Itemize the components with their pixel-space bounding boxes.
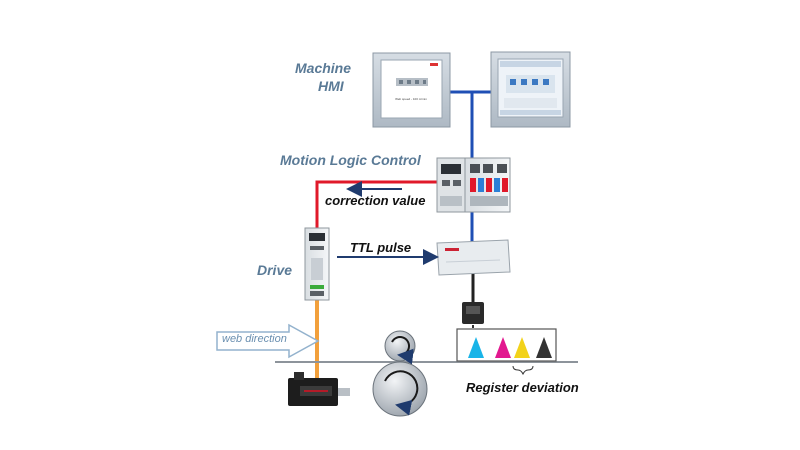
machine-hmi-label-line1: Machine xyxy=(295,60,352,76)
mark-black xyxy=(536,337,552,358)
mark-magenta xyxy=(495,337,511,358)
drive-unit xyxy=(304,227,330,301)
deviation-brace xyxy=(512,365,534,376)
ttl-pulse-label: TTL pulse xyxy=(350,240,412,255)
drive-label: Drive xyxy=(257,262,293,278)
mark-cyan xyxy=(468,337,484,358)
servo-motor xyxy=(288,372,350,406)
web-direction-arrow xyxy=(216,323,320,359)
motion-logic-controller xyxy=(436,157,511,213)
motion-logic-control-label: Motion Logic Control xyxy=(280,152,421,168)
web-direction-label: web direction xyxy=(222,333,287,345)
correction-value-label: correction value xyxy=(325,193,426,208)
register-control-module xyxy=(436,239,511,276)
large-roller xyxy=(372,361,428,417)
hmi-panel-right xyxy=(490,51,571,128)
correction-cable xyxy=(315,180,437,228)
mark-yellow xyxy=(514,337,530,358)
small-roller xyxy=(384,330,416,365)
hmi-panel-left: Web speed - 100 m/min xyxy=(372,52,451,128)
machine-hmi-label-line2: HMI xyxy=(318,78,344,94)
hmi-screen-text: Web speed - 100 m/min xyxy=(395,97,427,101)
register-mark-sensor xyxy=(462,302,484,324)
register-deviation-label: Register deviation xyxy=(466,380,579,395)
print-marks xyxy=(456,328,557,362)
